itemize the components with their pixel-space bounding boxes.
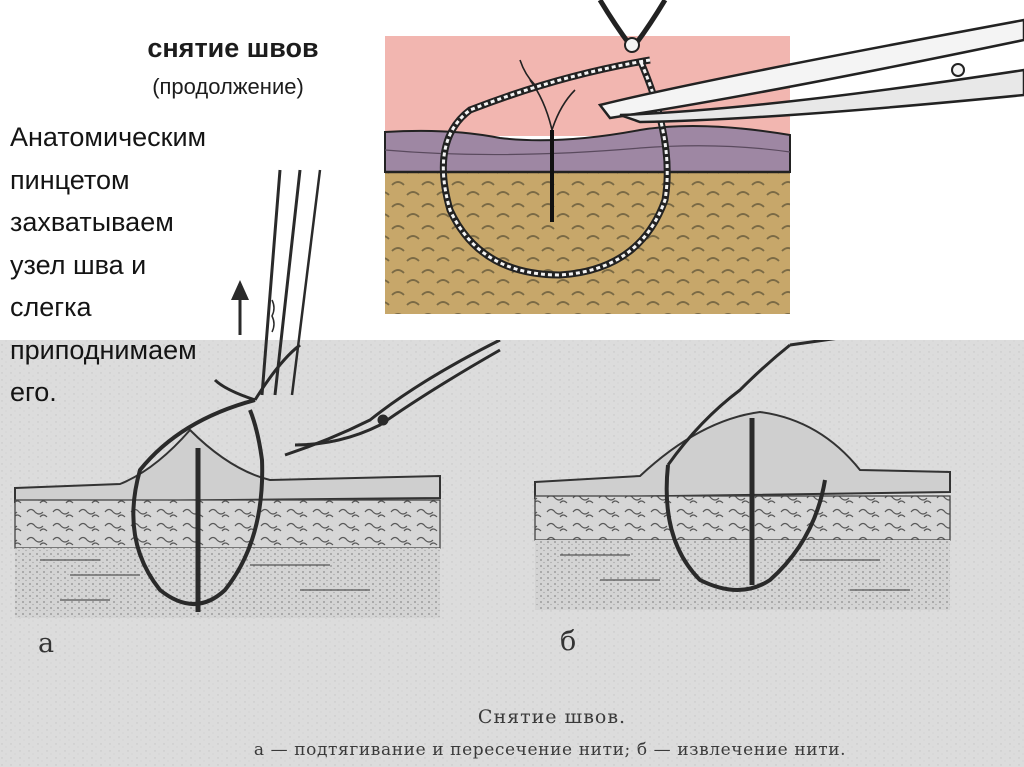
panel-a-label: а xyxy=(38,628,55,659)
panel-a-suture xyxy=(131,343,301,612)
panel-b-tissue xyxy=(534,410,951,610)
inset-scissors-icon xyxy=(597,18,1024,124)
tweezers-icon xyxy=(260,169,322,396)
scissors-icon xyxy=(284,338,501,457)
instruction-text: Анатомическим пинцетом захватываем узел … xyxy=(10,122,207,407)
figure-caption-title: Снятие швов. xyxy=(477,706,627,728)
panel-b-label: б xyxy=(560,626,577,657)
slide-title: снятие швов xyxy=(147,33,319,63)
panel-a-tissue xyxy=(14,428,441,618)
arrow-up-icon xyxy=(231,280,249,335)
figure-caption-subtitle: а — подтягивание и пересечение нити; б —… xyxy=(253,740,847,760)
slide-subtitle: (продолжение) xyxy=(152,74,304,99)
